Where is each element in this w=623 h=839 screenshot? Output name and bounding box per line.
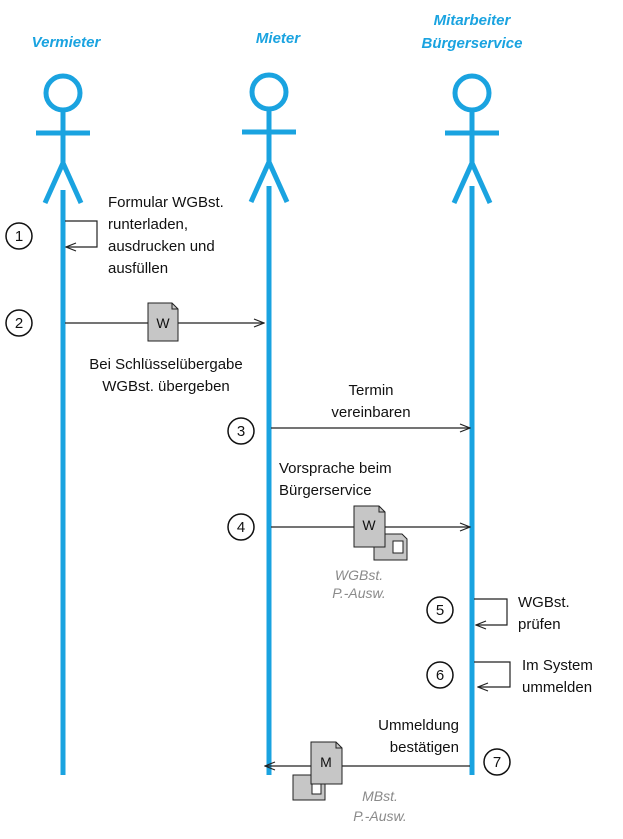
step-number: 5 xyxy=(436,602,444,619)
document-caption: P.-Ausw. xyxy=(353,808,406,824)
step-text: Vorsprache beim xyxy=(279,460,392,477)
document-icon: W xyxy=(147,302,179,342)
step-text: Formular WGBst. xyxy=(108,194,224,211)
step-text: ummelden xyxy=(522,679,592,696)
actor-label-vermieter: Vermieter xyxy=(32,34,102,51)
actor-label-buergerservice: Bürgerservice xyxy=(422,35,523,52)
actor-label-mieter: Mieter xyxy=(256,30,301,47)
document-letter: W xyxy=(156,315,170,331)
step-5: 5 WGBst. prüfen xyxy=(426,594,570,633)
step-3: Termin vereinbaren 3 xyxy=(227,382,470,445)
self-message-arrow xyxy=(474,661,511,687)
step-number: 1 xyxy=(15,228,23,245)
step-number-circle xyxy=(5,222,33,250)
step-7: Ummeldung bestätigen 7 M MBst. P.-Ausw. xyxy=(265,717,511,824)
step-text: ausdrucken und xyxy=(108,238,215,255)
step-number-circle xyxy=(227,417,255,445)
stick-figure-icon xyxy=(36,76,90,203)
self-message-arrow xyxy=(65,220,98,247)
step-text: ausfüllen xyxy=(108,260,168,277)
step-number: 4 xyxy=(237,519,245,536)
document-icon: M xyxy=(310,741,343,785)
step-text: WGBst. übergeben xyxy=(102,378,230,395)
step-text: Ummeldung xyxy=(378,717,459,734)
step-text: prüfen xyxy=(518,616,561,633)
step-number-circle xyxy=(426,661,454,689)
step-text: vereinbaren xyxy=(331,404,410,421)
step-text: Termin xyxy=(348,382,393,399)
stick-figure-icon xyxy=(445,76,499,203)
step-1: 1 Formular WGBst. runterladen, ausdrucke… xyxy=(5,194,224,277)
document-letter: M xyxy=(320,754,332,770)
document-caption: P.-Ausw. xyxy=(332,585,385,601)
self-message-arrow xyxy=(474,598,508,625)
step-2: 2 W Bei Schlüsselübergabe WGBst. übergeb… xyxy=(5,302,264,395)
step-number-circle xyxy=(483,748,511,776)
step-number: 7 xyxy=(493,754,501,771)
step-number: 2 xyxy=(15,315,23,332)
step-number: 3 xyxy=(237,423,245,440)
step-number-circle xyxy=(5,309,33,337)
document-caption: WGBst. xyxy=(335,567,383,583)
step-number-circle xyxy=(227,513,255,541)
step-text: Bürgerservice xyxy=(279,482,372,499)
step-text: bestätigen xyxy=(390,739,459,756)
actor-label-mitarbeiter: Mitarbeiter xyxy=(434,12,512,29)
document-letter: W xyxy=(362,517,376,533)
step-6: 6 Im System ummelden xyxy=(426,657,593,696)
stick-figure-icon xyxy=(242,75,296,202)
document-caption: MBst. xyxy=(362,788,398,804)
step-text: WGBst. xyxy=(518,594,570,611)
step-text: Bei Schlüsselübergabe xyxy=(89,356,242,373)
step-number-circle xyxy=(426,596,454,624)
document-icon: W xyxy=(353,505,386,548)
step-number: 6 xyxy=(436,667,444,684)
step-4: Vorsprache beim Bürgerservice 4 W WGBst.… xyxy=(227,460,470,601)
step-text: runterladen, xyxy=(108,216,188,233)
step-text: Im System xyxy=(522,657,593,674)
